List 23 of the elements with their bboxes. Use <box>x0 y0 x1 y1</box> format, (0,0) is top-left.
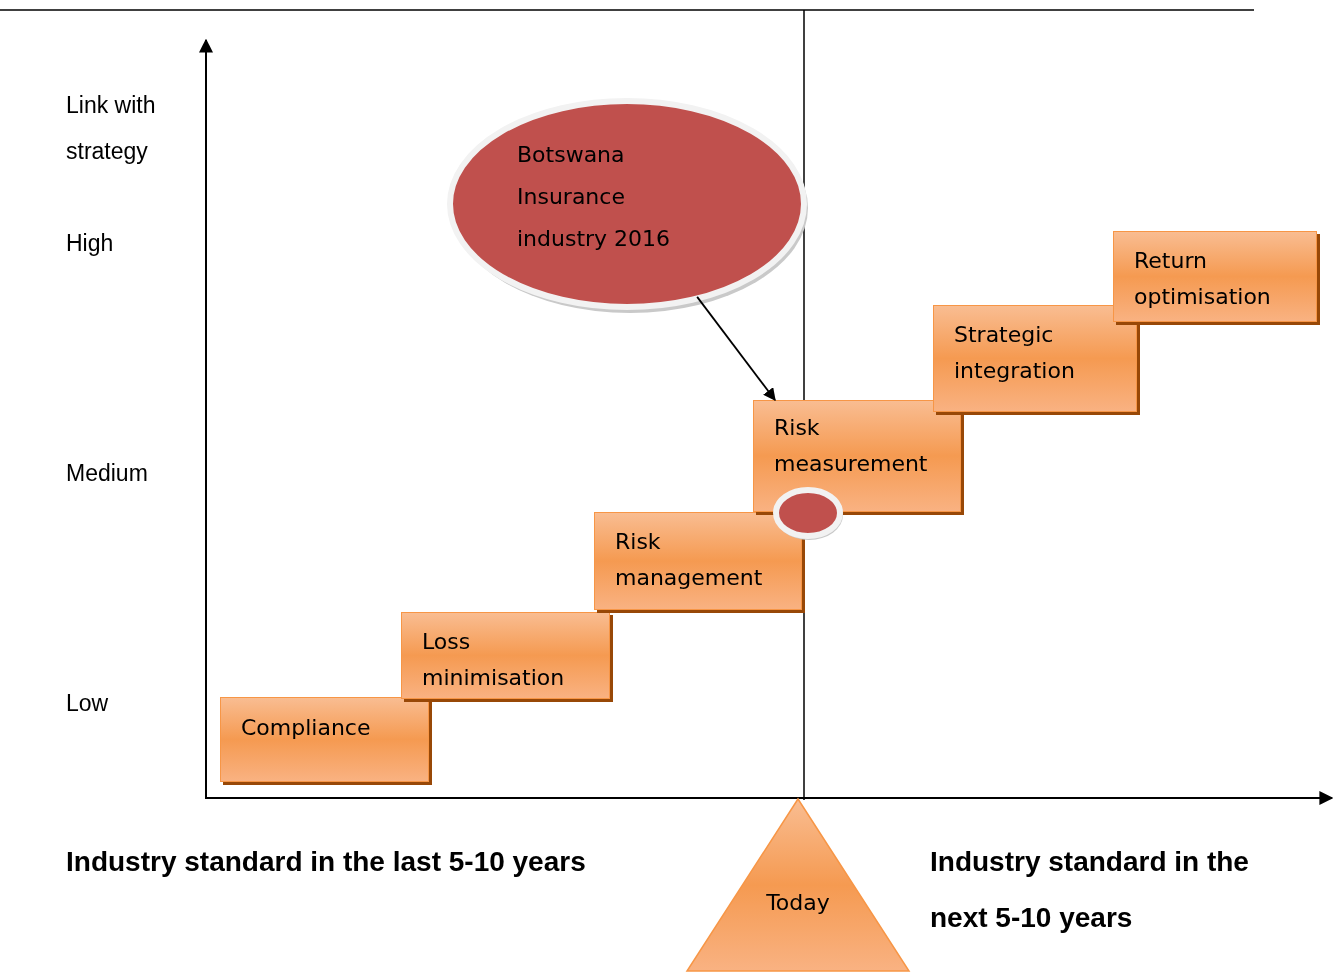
axis-level-label: Link with strategy <box>66 91 157 166</box>
axis-level-label: Medium <box>66 459 149 488</box>
today-label: Today <box>765 889 831 917</box>
step-box <box>220 697 432 785</box>
step-box <box>594 512 805 613</box>
axis-level-label: Low <box>66 689 110 718</box>
arrow <box>696 296 776 401</box>
ellipse-callout <box>446 95 808 313</box>
node-text: Risk measurement <box>774 414 929 478</box>
node-text: Loss minimisation <box>422 628 566 692</box>
axis-level-label: High <box>66 229 115 258</box>
node-text: Return optimisation <box>1134 247 1272 311</box>
node-text: Botswana Insurance industry 2016 <box>517 141 672 253</box>
node-text: Strategic integration <box>954 321 1076 385</box>
step-box <box>753 400 964 515</box>
node-text: Compliance <box>241 714 372 742</box>
today-triangle <box>686 798 910 972</box>
axis-caption: Industry standard in the next 5-10 years <box>930 845 1250 935</box>
node-text: Risk management <box>615 528 764 592</box>
step-box <box>401 612 613 702</box>
position-marker <box>772 486 844 540</box>
step-box <box>1113 231 1320 325</box>
axis-caption: Industry standard in the last 5-10 years <box>66 845 587 879</box>
